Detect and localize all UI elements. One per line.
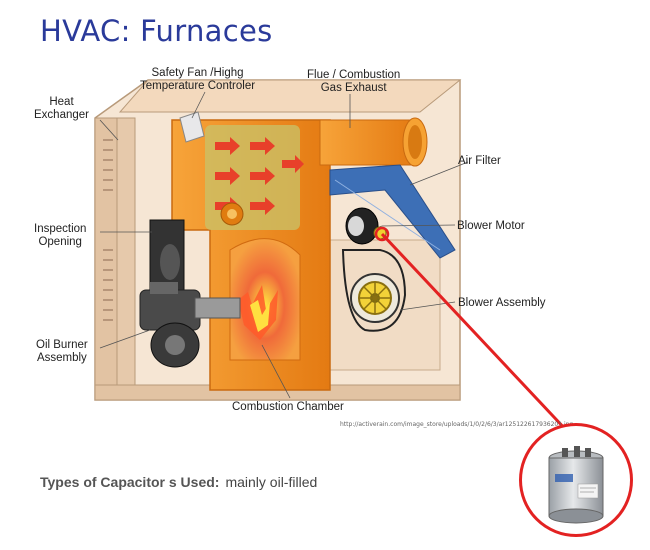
image-source-url: http://activerain.com/image_store/upload…: [340, 421, 574, 428]
heat-flow-arrows: [215, 137, 304, 215]
page-title: HVAC: Furnaces: [40, 14, 273, 48]
label-oil-burner: Oil Burner Assembly: [36, 339, 88, 364]
inspection-opening: [149, 219, 185, 291]
capacitor-callout: [374, 226, 570, 434]
combustion-chamber: [229, 238, 301, 361]
capacitor-zoom-circle: [519, 423, 633, 537]
label-blower-motor: Blower Motor: [457, 220, 525, 232]
label-blower-assembly: Blower Assembly: [458, 297, 546, 309]
label-inspection-opening: Inspection Opening: [34, 223, 87, 248]
label-air-filter: Air Filter: [458, 155, 501, 167]
capacitor-icon: [548, 446, 604, 524]
label-flue: Flue / Combustion Gas Exhaust: [307, 69, 401, 94]
label-safety-fan: Safety Fan /Highg Temperature Controler: [140, 67, 256, 92]
flue-exhaust: [319, 117, 428, 167]
label-combustion-chamber: Combustion Chamber: [232, 401, 344, 413]
capacitor-types: Types of Capacitor s Used: mainly oil-fil…: [40, 474, 317, 490]
air-filter: [329, 164, 456, 259]
safety-fan-control: [179, 111, 205, 143]
label-heat-exchanger: Heat Exchanger: [34, 96, 89, 121]
blower-assembly: [341, 249, 407, 332]
vent-louvers: [103, 139, 113, 321]
capacitor-types-label: Types of Capacitor s Used:: [40, 474, 220, 490]
capacitor-types-value: mainly oil-filled: [225, 474, 318, 490]
oil-burner-assembly: [139, 282, 241, 368]
leader-lines: [99, 91, 469, 399]
